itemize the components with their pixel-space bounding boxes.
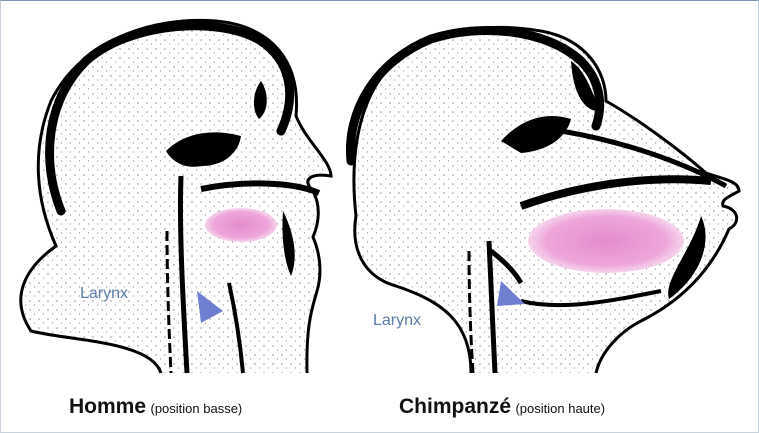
chimpanzee-caption: Chimpanzé (position haute): [399, 395, 605, 419]
human-larynx-label: Larynx: [80, 285, 128, 303]
human-caption: Homme (position basse): [69, 395, 242, 419]
chimpanzee-caption-title: Chimpanzé: [399, 395, 511, 418]
chimpanzee-caption-subtitle: (position haute): [515, 401, 605, 416]
human-head-diagram: [21, 20, 331, 373]
chimpanzee-tongue: [528, 209, 684, 273]
human-tongue: [205, 208, 277, 242]
human-caption-subtitle: (position basse): [150, 401, 242, 416]
human-caption-title: Homme: [69, 395, 146, 418]
chimpanzee-larynx-label: Larynx: [373, 312, 421, 330]
